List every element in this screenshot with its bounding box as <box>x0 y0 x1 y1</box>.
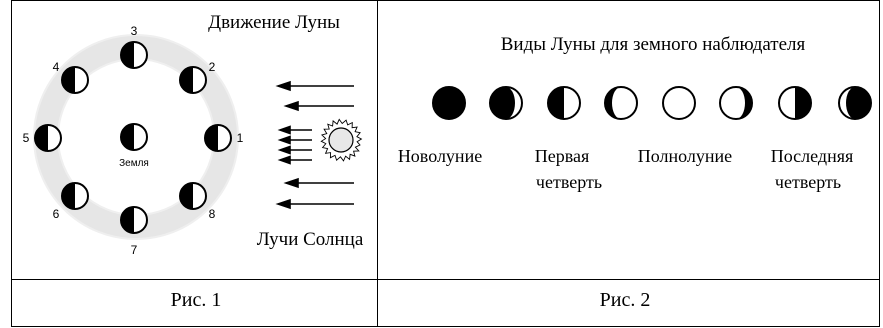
fig2-caption: Рис. 2 <box>600 289 651 311</box>
new-moon-icon <box>432 86 466 120</box>
last-quarter-icon <box>778 86 812 120</box>
moon-position-4 <box>61 66 89 94</box>
position-number-6: 6 <box>53 207 60 221</box>
first-quarter-icon <box>547 86 581 120</box>
label-first-quarter-line2: четверть <box>536 172 602 192</box>
position-number-5: 5 <box>23 131 30 145</box>
earth-icon <box>120 123 148 151</box>
position-number-8: 8 <box>209 207 216 221</box>
position-number-1: 1 <box>237 131 244 145</box>
figure-2: Виды Луны для земного наблюдателя <box>398 34 872 311</box>
moon-position-7 <box>120 206 148 234</box>
position-number-2: 2 <box>209 60 216 74</box>
label-last-quarter-line1: Последняя <box>771 146 854 166</box>
moon-position-3 <box>120 41 148 69</box>
table-frame <box>11 0 880 327</box>
waning-crescent-icon <box>838 86 872 120</box>
moon-position-6 <box>61 182 89 210</box>
sun-ray-arrows <box>275 80 354 210</box>
waning-gibbous-icon <box>719 86 753 120</box>
moon-position-2 <box>179 66 207 94</box>
label-last-quarter-line2: четверть <box>775 172 841 192</box>
sun-rays-label: Лучи Солнца <box>257 229 364 250</box>
label-first-quarter-line1: Первая <box>535 146 590 166</box>
sun-icon <box>320 118 363 162</box>
fig2-title: Виды Луны для земного наблюдателя <box>501 34 806 55</box>
label-full-moon: Полнолуние <box>638 146 732 166</box>
figure-1: Движение Луны Земля <box>23 12 364 311</box>
position-number-3: 3 <box>131 24 138 38</box>
waxing-crescent-icon <box>489 86 523 120</box>
full-moon-icon <box>662 86 696 120</box>
label-new-moon: Новолуние <box>398 146 482 166</box>
earth-label: Земля <box>119 158 149 169</box>
waxing-gibbous-icon <box>604 86 638 120</box>
fig1-caption: Рис. 1 <box>171 289 222 311</box>
position-number-7: 7 <box>131 243 138 257</box>
position-number-4: 4 <box>53 60 60 74</box>
moon-position-1 <box>204 124 232 152</box>
moon-position-5 <box>34 124 62 152</box>
fig1-title: Движение Луны <box>208 12 340 33</box>
moon-position-8 <box>179 182 207 210</box>
